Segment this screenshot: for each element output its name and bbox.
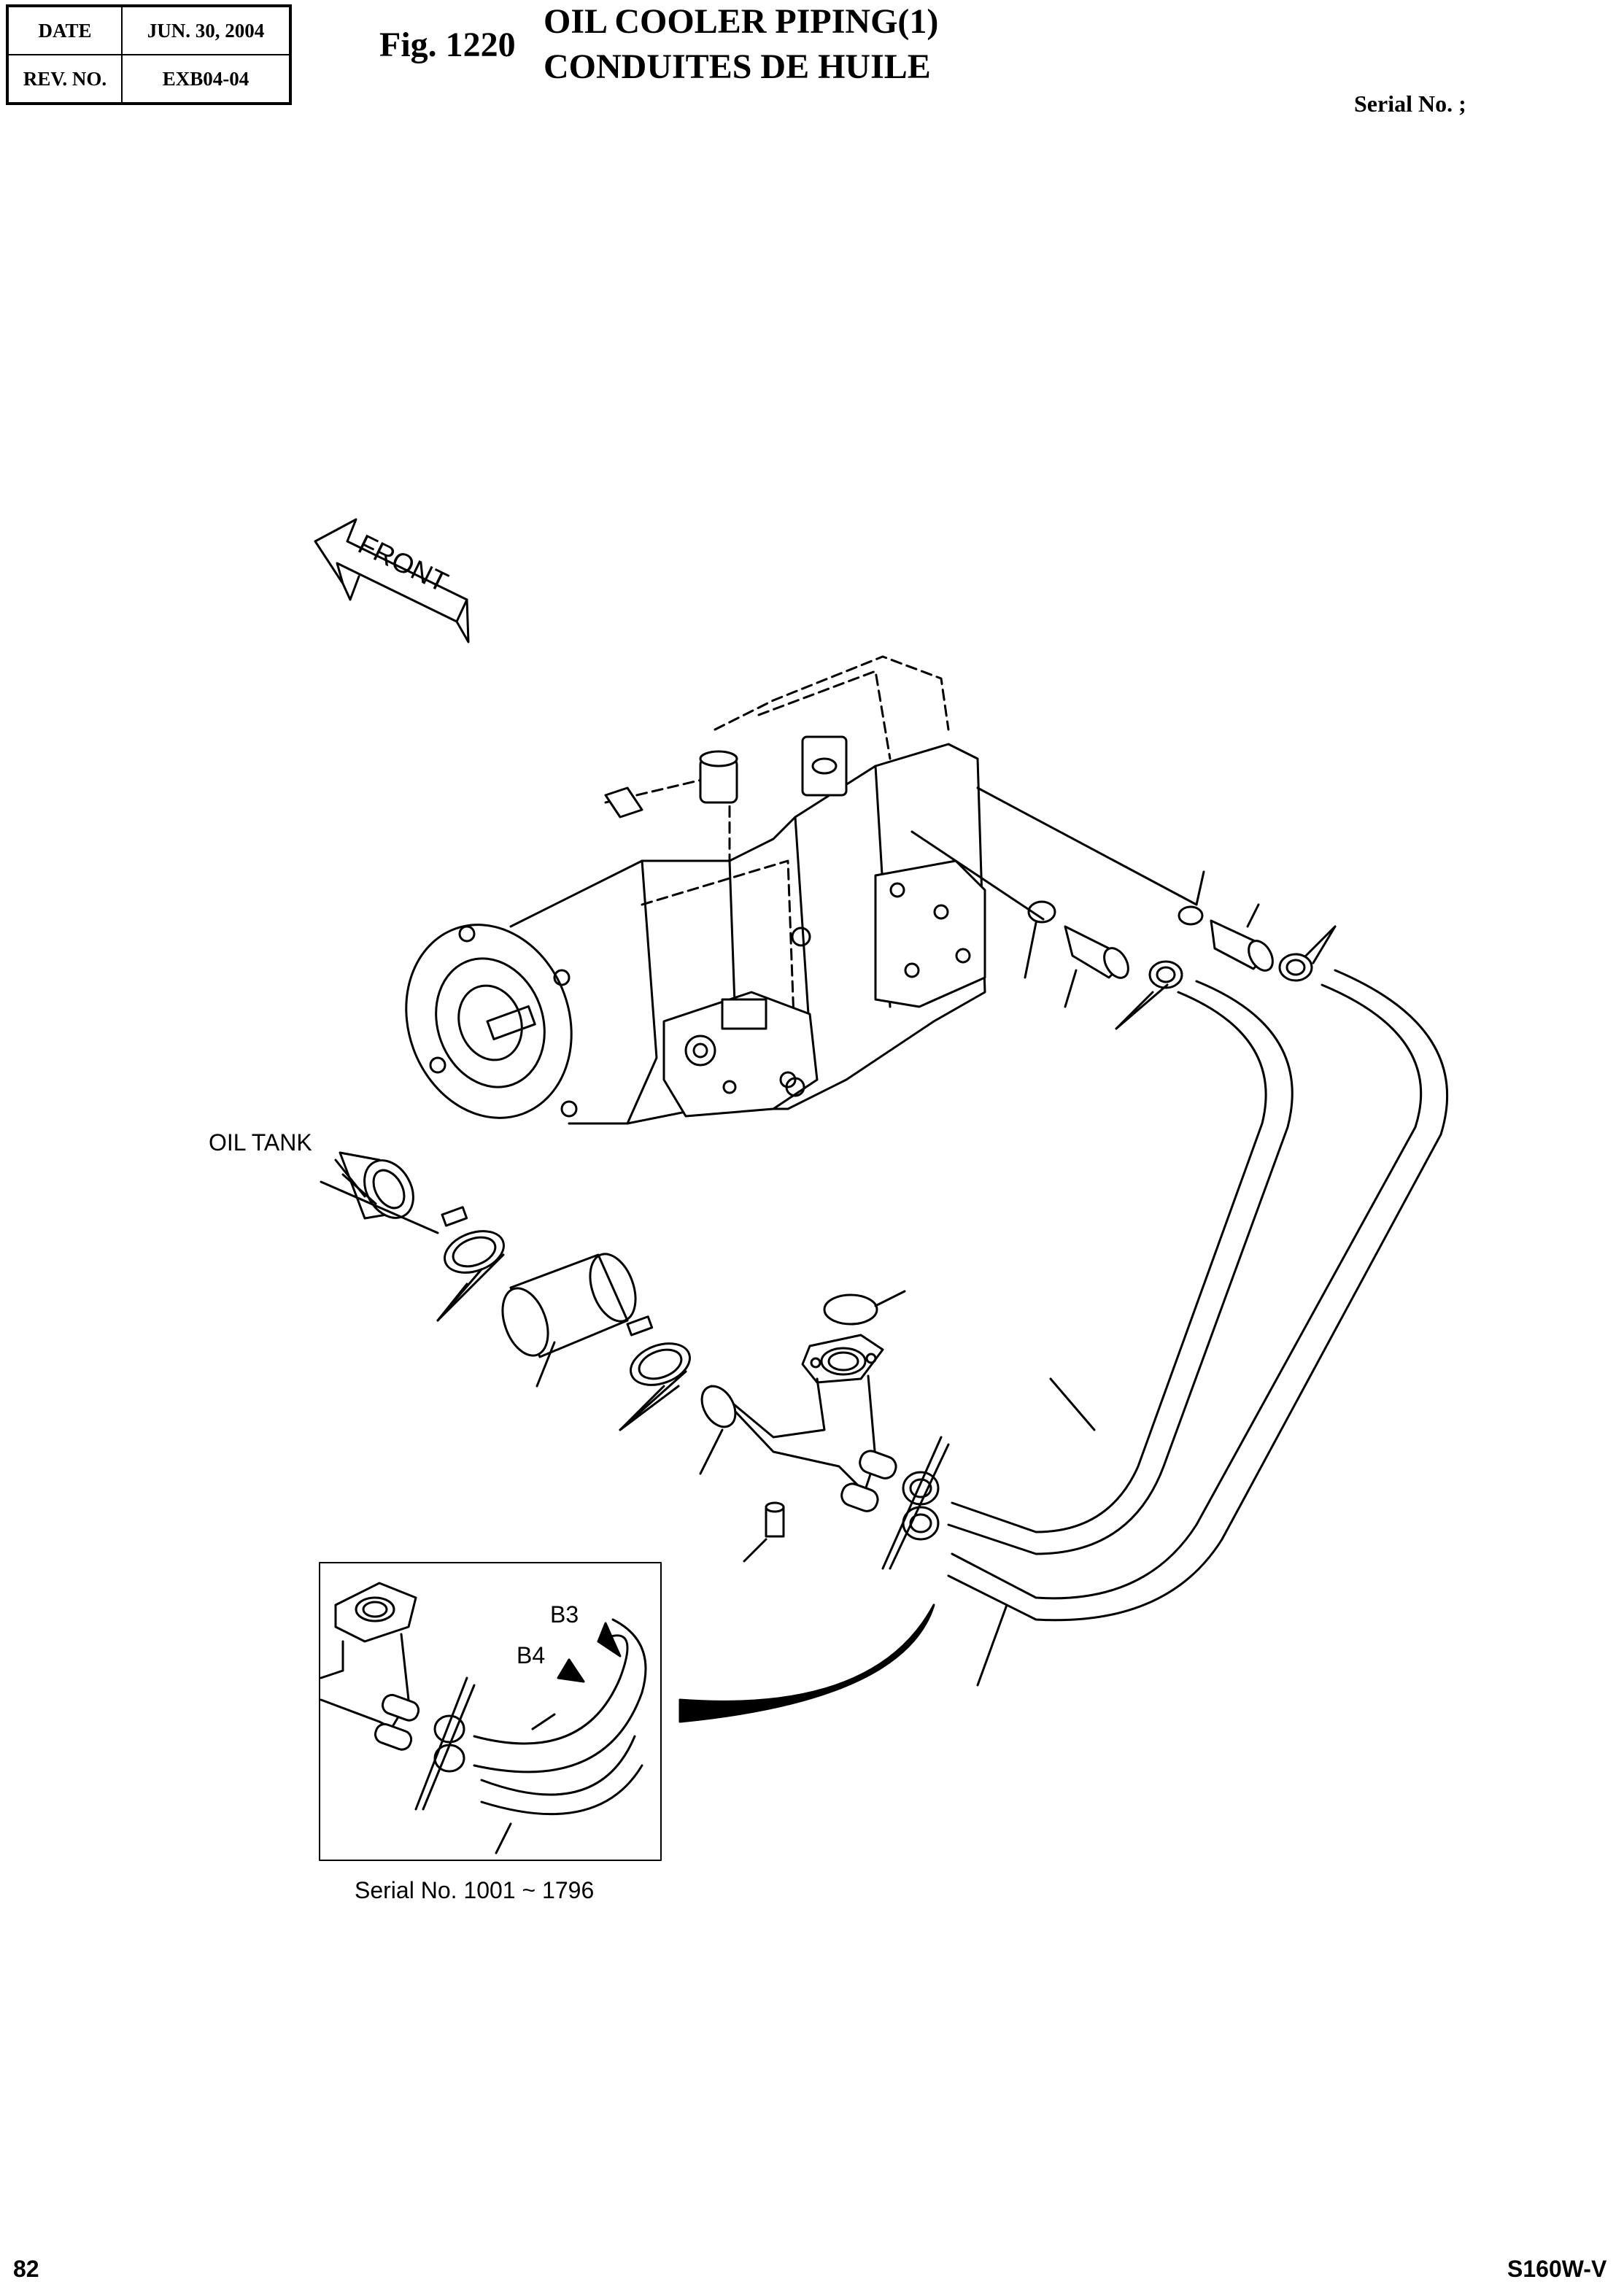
page-number: 82 — [13, 2256, 39, 2282]
inset-caption: Serial No. 1001 ~ 1796 — [355, 1877, 594, 1903]
date-value: JUN. 30, 2004 — [121, 5, 291, 55]
model-name: S160W-V — [1507, 2256, 1607, 2282]
figure-title-fr: CONDUITES DE HUILE — [544, 47, 931, 86]
upper-fittings — [1024, 870, 1337, 1030]
figure-title-en: OIL COOLER PIPING(1) — [544, 2, 939, 41]
rev-value: EXB04-04 — [121, 54, 291, 104]
hydraulic-pump-assembly — [405, 655, 1198, 1125]
serial-label: Serial No. ; — [1354, 90, 1466, 117]
oil-tank-label: OIL TANK — [209, 1129, 312, 1156]
b4-label: B4 — [517, 1642, 545, 1668]
b3-label: B3 — [550, 1601, 579, 1628]
revision-table: DATE JUN. 30, 2004 REV. NO. EXB04-04 — [6, 4, 292, 105]
elbow-fitting — [699, 1290, 950, 1570]
left-clamps-and-hose — [436, 1206, 691, 1431]
cooler-hoses — [947, 969, 1449, 1687]
inset-detail: B3 B4 — [319, 1562, 662, 1861]
figure-number: Fig. 1220 — [379, 26, 516, 64]
date-label: DATE — [7, 5, 123, 55]
rev-row: REV. NO. EXB04-04 — [7, 54, 291, 104]
detail-callout-arrow — [678, 1604, 935, 1723]
front-arrow: FRONT — [314, 518, 470, 643]
rev-label: REV. NO. — [7, 54, 123, 104]
date-row: DATE JUN. 30, 2004 — [7, 5, 291, 55]
oil-tank-connector — [320, 1151, 439, 1234]
